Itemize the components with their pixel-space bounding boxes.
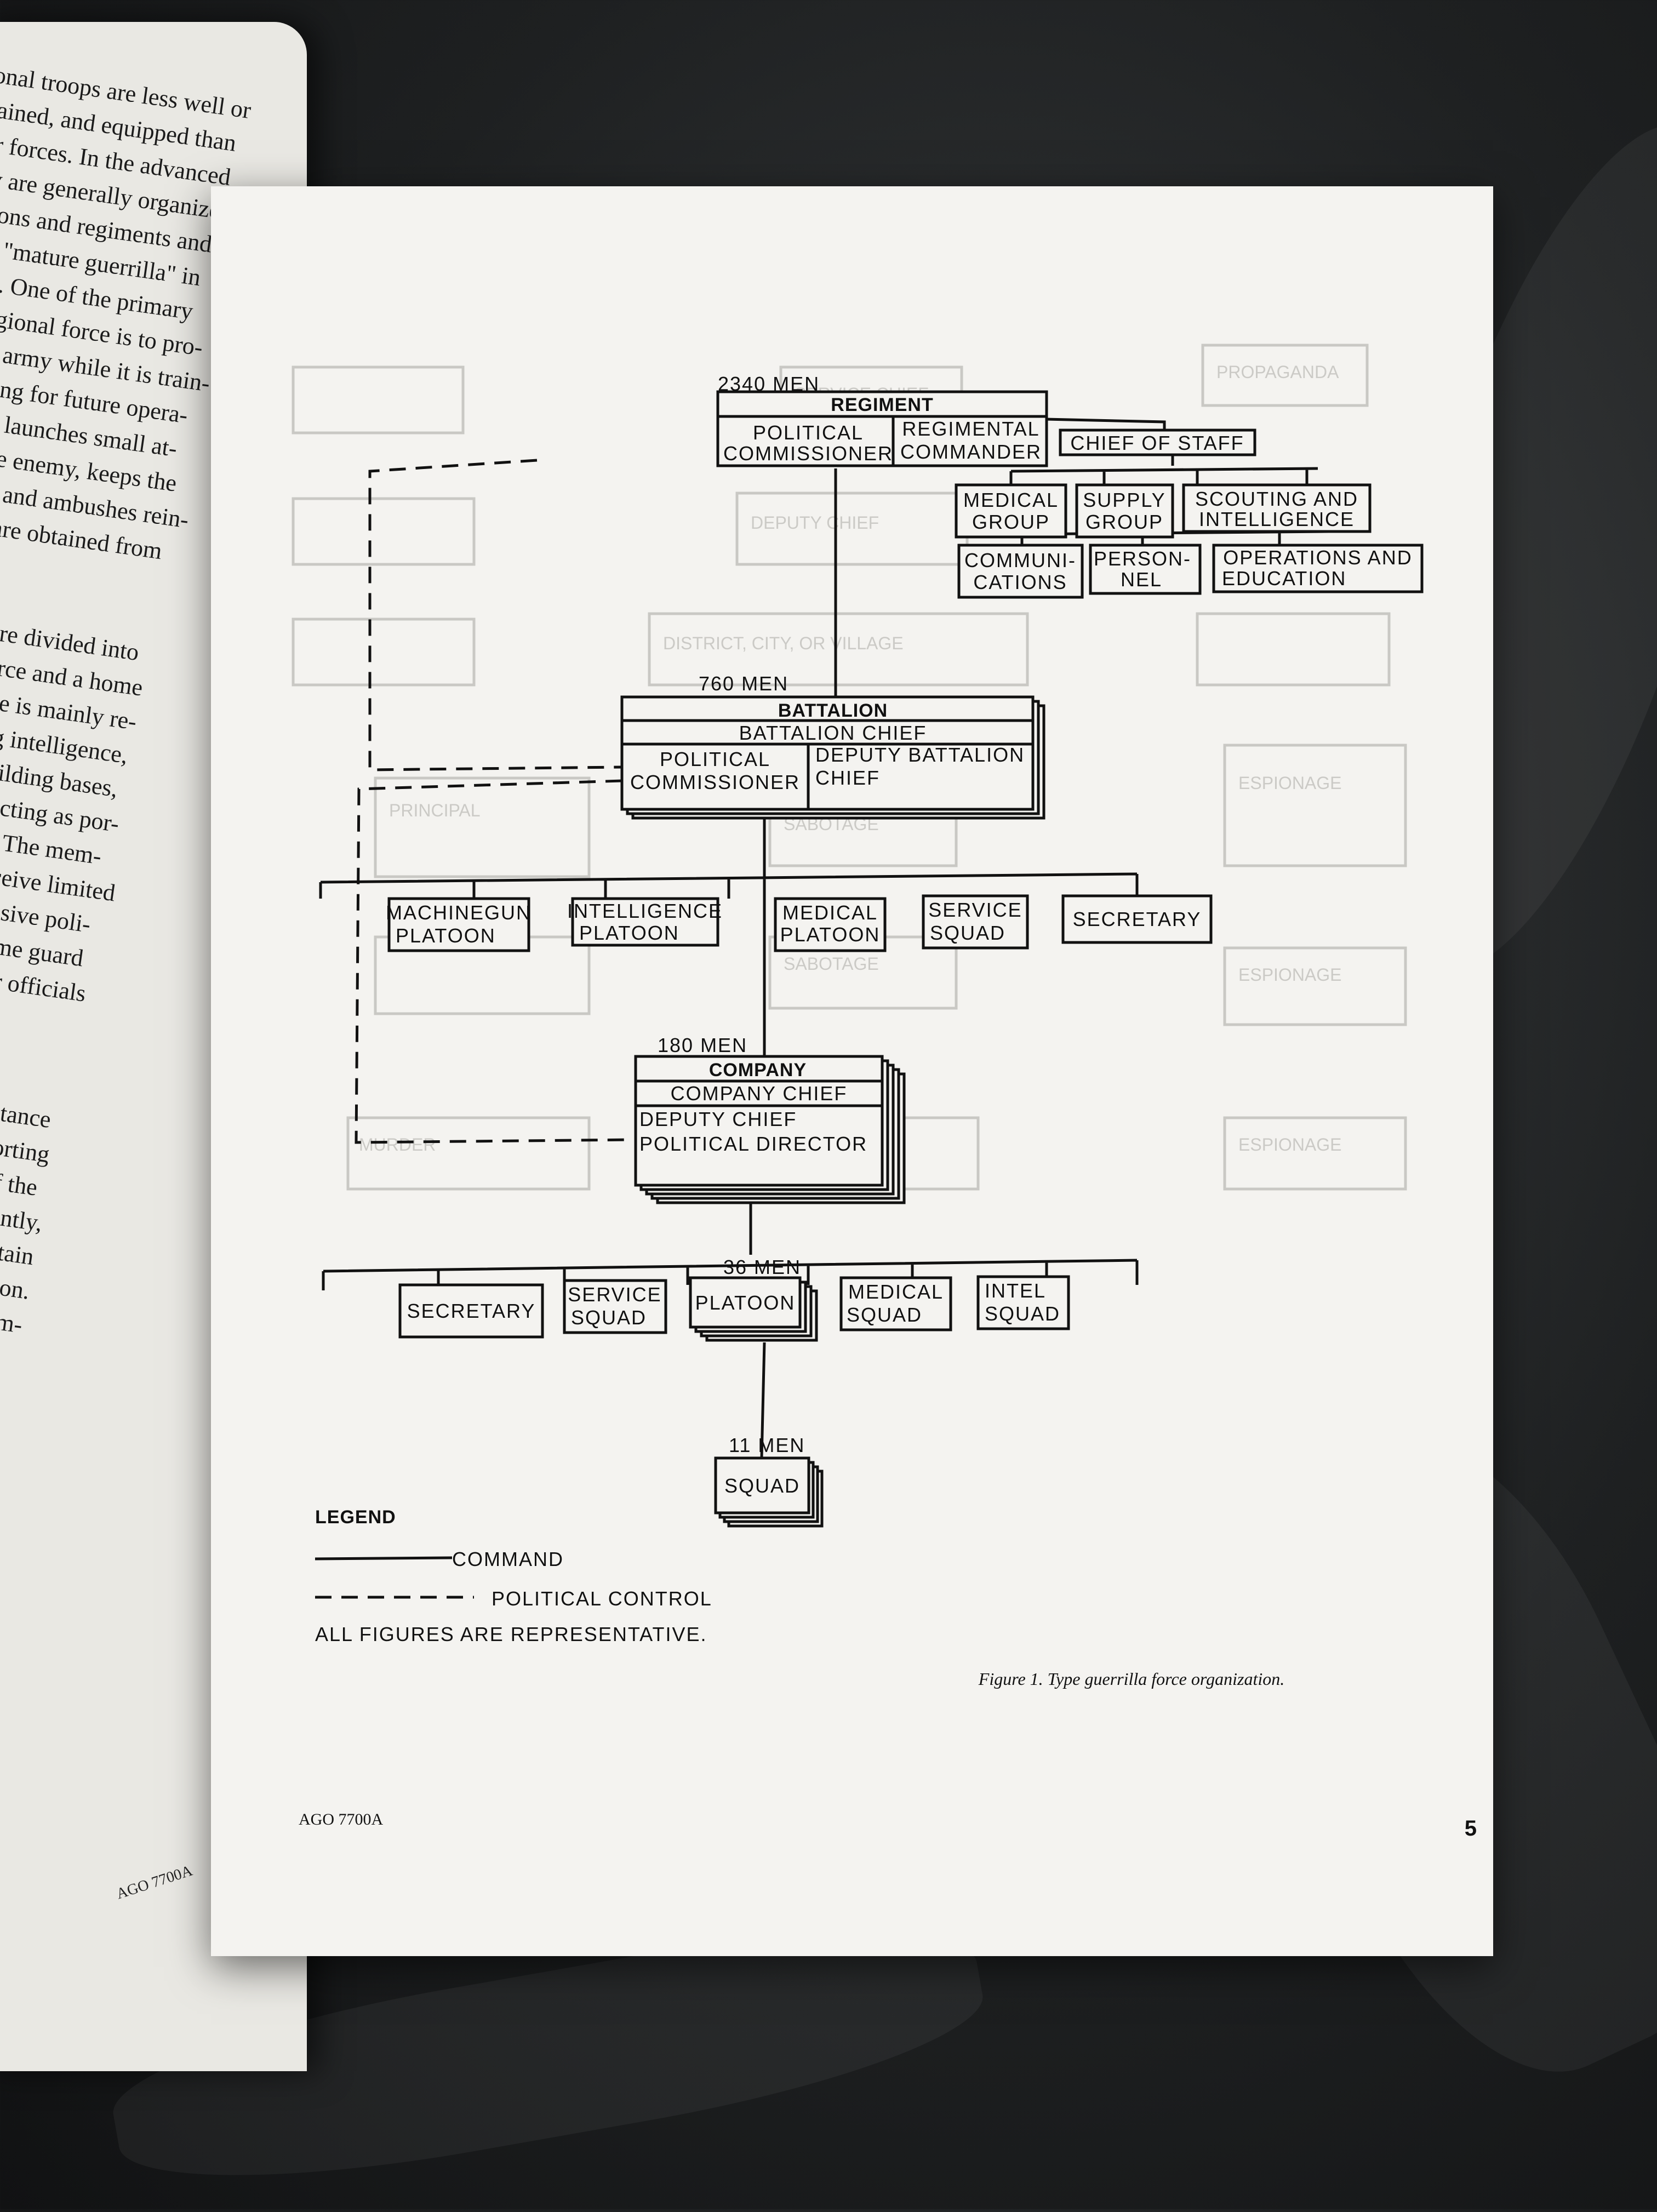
company-medical-line1: MEDICAL [848,1281,944,1303]
command-line [322,1178,1139,1290]
battalion-deputy-line2: CHIEF [815,767,880,789]
legend-political-control: POLITICAL CONTROL [492,1587,712,1610]
chief-of-staff-box [1059,428,1256,456]
staff-operations-line2: EDUCATION [1222,567,1346,590]
page-footer: AGO 7700A [299,1810,383,1828]
svg-text:PRINCIPAL: PRINCIPAL [389,801,481,820]
command-line [1045,418,1166,430]
legend-title: LEGEND [315,1507,396,1528]
squad-title: SQUAD [724,1474,800,1497]
svg-text:PROPAGANDA: PROPAGANDA [1216,362,1339,382]
command-line [760,1342,766,1458]
right-page: PROPAGANDA SERVICE CHIEF DEPUTY CHIEF DI… [211,186,1493,1956]
svg-text:ESPIONAGE: ESPIONAGE [1238,1135,1342,1154]
squad-count: 11 MEN [729,1434,805,1456]
company-political-director: POLITICAL DIRECTOR [639,1133,867,1155]
chief-of-staff-label: CHIEF OF STAFF [1070,432,1244,454]
regiment-commander-line1: REGIMENTAL [902,418,1039,440]
intelligence-platoon-line1: INTELLIGENCE [567,900,723,922]
staff-communications-line2: CATIONS [973,571,1067,593]
legend-note: ALL FIGURES ARE REPRESENTATIVE. [315,1623,707,1645]
command-line [319,816,1139,1058]
company-intel-line2: SQUAD [985,1302,1060,1325]
machinegun-platoon-line2: PLATOON [396,924,496,947]
staff-supply-line1: SUPPLY [1083,489,1165,511]
staff-row-2: COMMUNI- CATIONS PERSON- NEL OPERATIONS … [957,544,1424,599]
squad-box [714,1456,824,1528]
svg-text:ESPIONAGE: ESPIONAGE [1238,773,1342,793]
company-count: 180 MEN [658,1034,747,1056]
battalion-title: BATTALION [778,700,888,721]
service-squad-line1: SERVICE [928,899,1022,921]
company-chief: COMPANY CHIEF [671,1082,848,1105]
staff-personnel-line2: NEL [1121,568,1162,591]
staff-scouting-line1: SCOUTING AND [1195,488,1358,510]
command-line [1009,455,1318,485]
battalion-count: 760 MEN [699,672,788,695]
regiment-box [716,390,1048,467]
org-chart: 2340 MEN REGIMENT POLITICAL COMMISSIONER… [299,373,1477,1841]
company-medical-line2: SQUAD [847,1304,922,1326]
company-box [634,1055,906,1204]
show-through-figure: PROPAGANDA SERVICE CHIEF DEPUTY CHIEF DI… [292,344,1407,1191]
svg-text:DEPUTY CHIEF: DEPUTY CHIEF [751,513,879,533]
svg-text:MURDER: MURDER [359,1135,436,1154]
battalion-deputy-line1: DEPUTY BATTALION [815,744,1025,766]
svg-text:SABOTAGE: SABOTAGE [784,954,879,974]
regiment-title: REGIMENT [831,395,933,415]
legend-command: COMMAND [452,1548,564,1570]
staff-operations-line1: OPERATIONS AND [1223,546,1412,569]
svg-text:DISTRICT, CITY, OR VILLAGE: DISTRICT, CITY, OR VILLAGE [663,633,904,653]
company-service-line2: SQUAD [571,1306,647,1329]
company-intel-line1: INTEL [985,1279,1046,1302]
intelligence-platoon-line2: PLATOON [579,922,679,944]
regiment-political-commissioner-line2: COMMISSIONER [723,442,893,465]
battalion-chief: BATTALION CHIEF [739,722,927,744]
battalion-political-line1: POLITICAL [660,748,770,770]
staff-row-1: MEDICAL GROUP SUPPLY GROUP SCOUTING AND … [955,483,1372,539]
staff-supply-line2: GROUP [1085,511,1163,533]
regiment-commander-line2: COMMANDER [900,441,1042,463]
battalion-political-line2: COMMISSIONER [630,771,800,793]
company-service-line1: SERVICE [568,1283,661,1306]
medical-platoon-line1: MEDICAL [782,901,878,924]
battalion-box [620,695,1045,820]
staff-medical-line1: MEDICAL [963,489,1059,511]
staff-communications-line1: COMMUNI- [964,549,1076,571]
medical-platoon-line2: PLATOON [780,923,881,946]
battalion-secretary: SECRETARY [1073,908,1202,930]
service-squad-line2: SQUAD [930,922,1005,944]
platoon-count: 36 MEN [723,1256,801,1278]
company-platoon: PLATOON [695,1291,796,1314]
machinegun-platoon-line1: MACHINEGUN [386,901,532,924]
company-units: SECRETARY SERVICE SQUAD PLATOON MEDICAL … [398,1275,1070,1342]
legend: LEGEND COMMAND POLITICAL CONTROL ALL FIG… [315,1507,712,1645]
staff-medical-line2: GROUP [972,511,1050,533]
company-deputy: DEPUTY CHIEF [639,1108,797,1130]
company-title: COMPANY [709,1060,807,1081]
company-secretary: SECRETARY [407,1300,536,1322]
political-control-line [355,779,633,1144]
page-number: 5 [1465,1816,1477,1841]
staff-scouting-line2: INTELLIGENCE [1199,508,1355,530]
political-control-line [368,459,622,771]
left-page-footer: AGO 7700A [114,1862,195,1903]
regiment-political-commissioner-line1: POLITICAL [753,421,864,444]
battalion-units: MACHINEGUN PLATOON INTELLIGENCE PLATOON … [386,894,1213,952]
svg-text:ESPIONAGE: ESPIONAGE [1238,965,1342,985]
figure-caption: Figure 1. Type guerrilla force organizat… [978,1669,1284,1689]
staff-personnel-line1: PERSON- [1094,547,1191,570]
